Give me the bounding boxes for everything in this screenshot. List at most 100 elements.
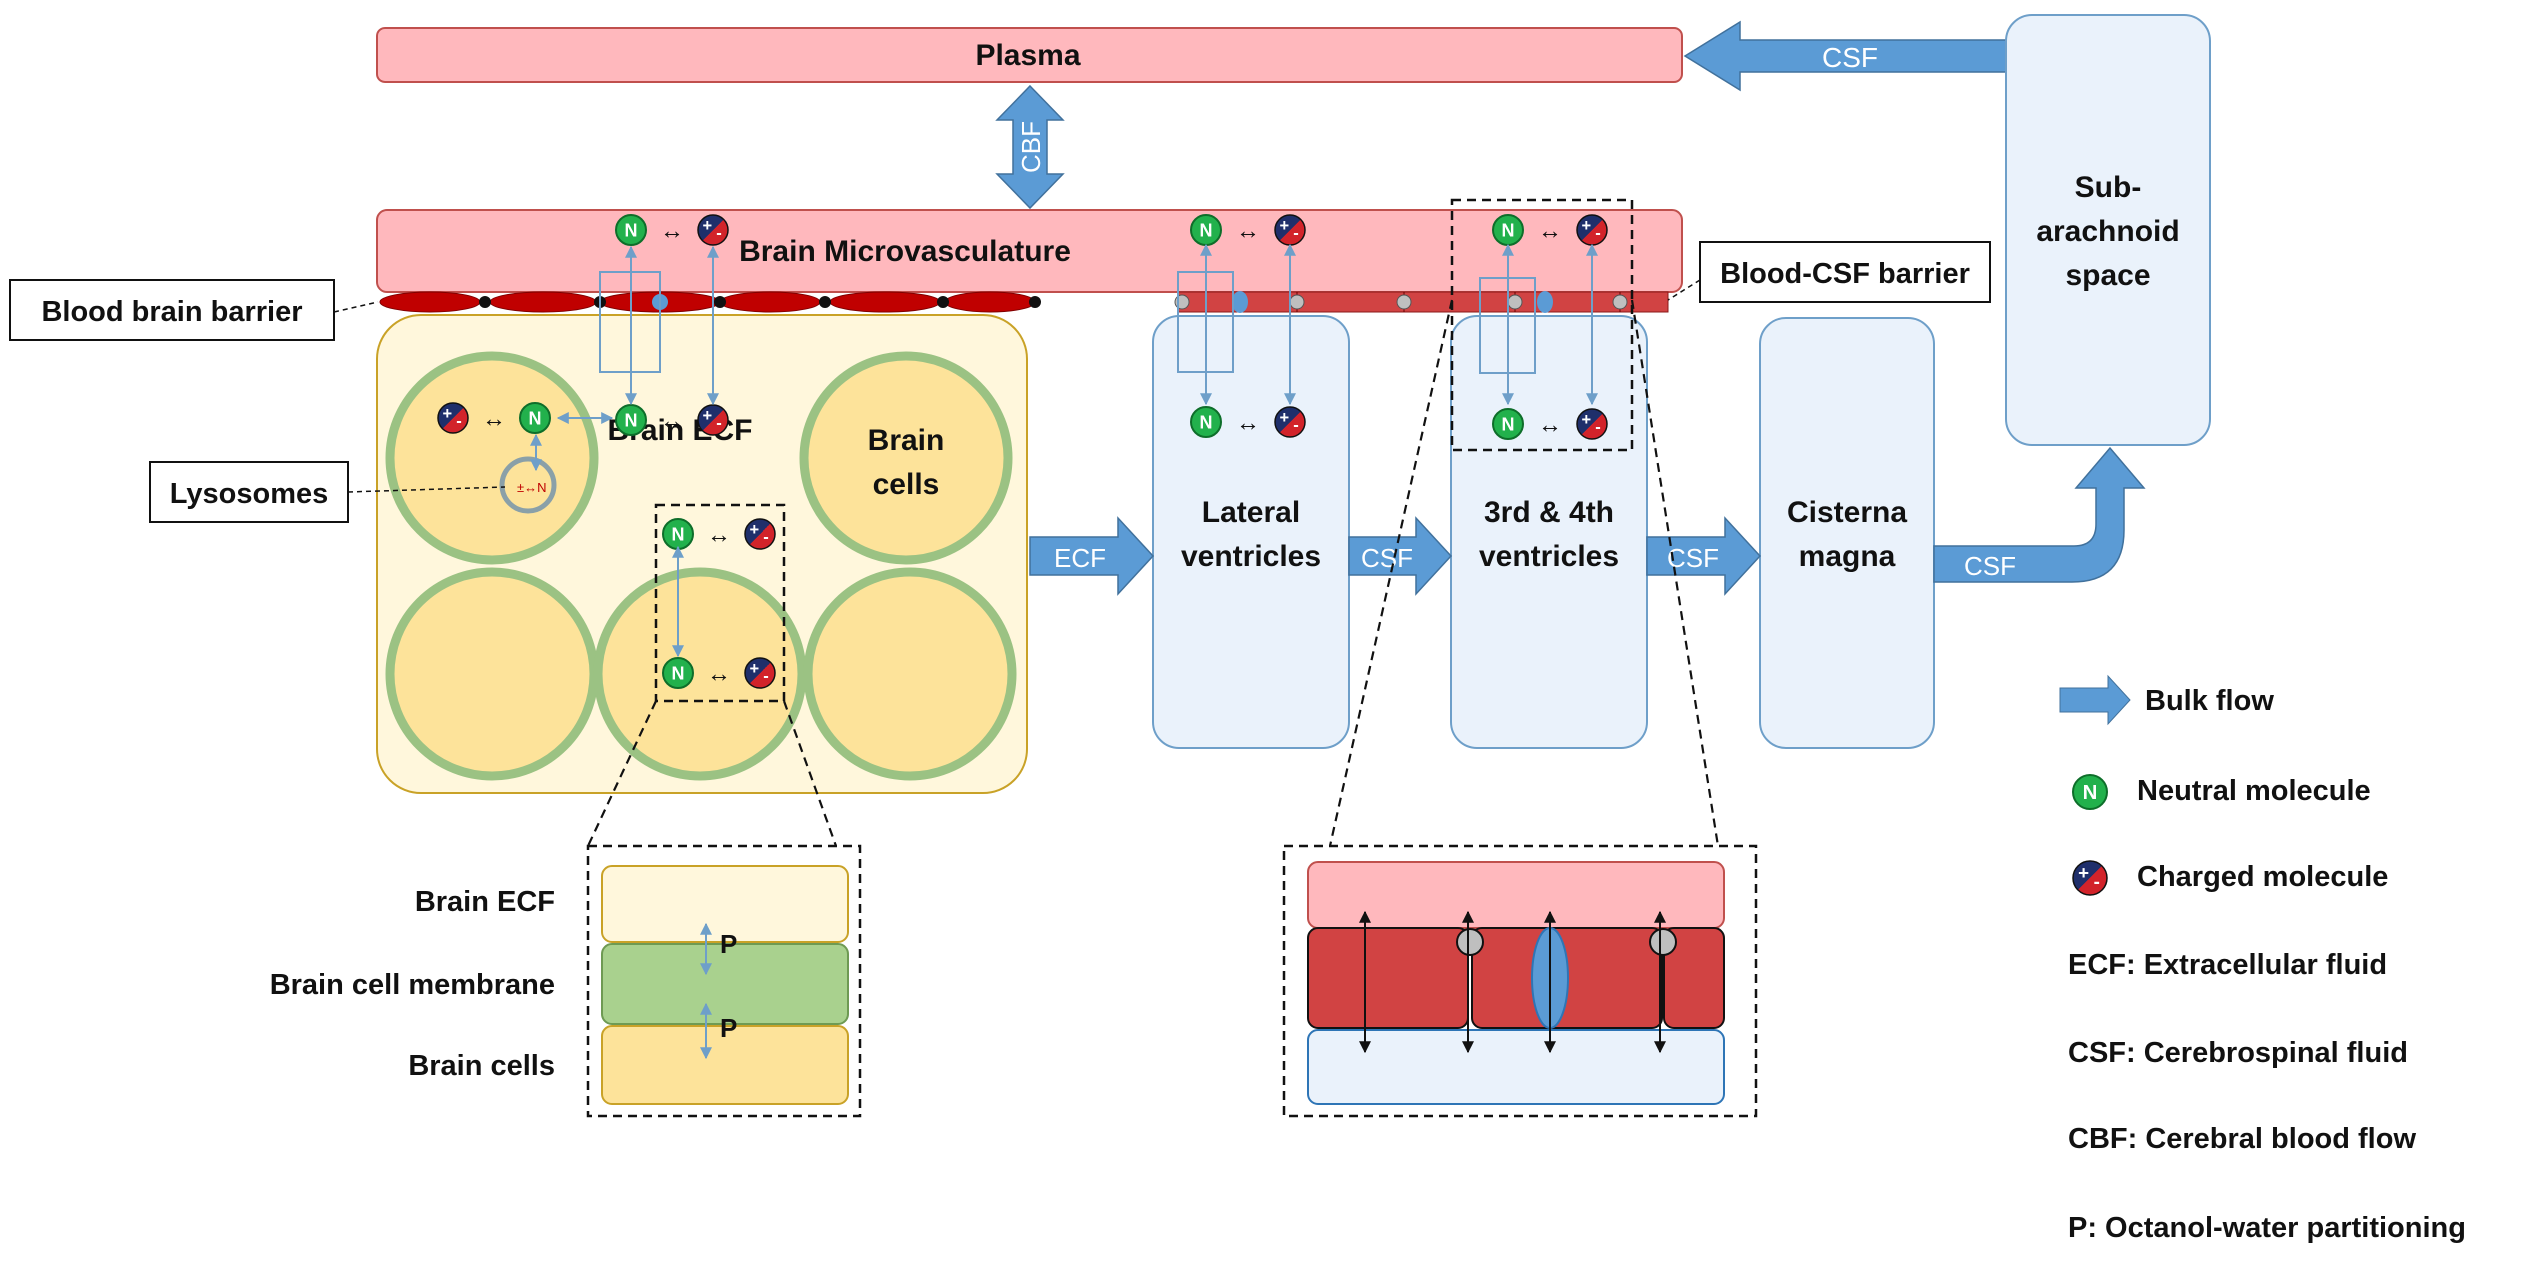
equilibrium-arrow-icon: ↔: [1538, 217, 1562, 244]
subarachnoid-line-2: arachnoid: [2036, 215, 2179, 248]
charged-molecule-icon: +-: [744, 657, 776, 689]
svg-text:-: -: [1595, 224, 1601, 242]
svg-text:+: +: [749, 521, 759, 539]
neutral-molecule-icon: N: [615, 404, 647, 436]
svg-text:+: +: [1279, 409, 1289, 427]
legend-neutral: Neutral molecule N: [2072, 774, 2371, 810]
cisterna-magna-line-2: magna: [1799, 540, 1896, 573]
equilibrium-arrow-icon: ↔: [1538, 411, 1562, 438]
csf-return-arrow: CSF: [1683, 20, 2009, 92]
neutral-molecule-icon: N: [662, 657, 694, 689]
csf-flow-arrow-2: CSF: [1646, 516, 1762, 596]
inset-layer-label: Brain ECF: [415, 886, 555, 918]
svg-text:+: +: [1279, 217, 1289, 235]
third-fourth-ventricles-line-1: 3rd & 4th: [1484, 496, 1614, 529]
subarachnoid-line-1: Sub-: [2075, 171, 2142, 204]
csf-flow-arrow-3: CSF: [1933, 446, 2146, 583]
cisterna-magna-box: Cisterna magna: [1759, 317, 1935, 749]
neutral-molecule-icon: N: [1492, 214, 1524, 246]
svg-text:-: -: [1595, 418, 1601, 436]
neutral-molecule-icon: N: [2072, 774, 2108, 810]
svg-text:+: +: [2078, 862, 2089, 883]
brain-cell: Brain cells: [799, 351, 1013, 565]
charged-molecule-icon: +-: [1576, 408, 1608, 440]
csf-flow-label-3: CSF: [1964, 551, 2016, 581]
svg-text:-: -: [456, 412, 462, 430]
neutral-molecule-icon: N: [1492, 408, 1524, 440]
svg-text:N: N: [1502, 414, 1515, 434]
svg-text:-: -: [763, 528, 769, 546]
brain-cells-line-1: Brain: [868, 424, 945, 457]
brain-cell: [803, 567, 1017, 781]
equilibrium-arrow-icon: ↔: [1236, 409, 1260, 436]
third-fourth-ventricles-line-2: ventricles: [1479, 540, 1619, 573]
svg-text:Charged molecule: Charged molecule: [2137, 861, 2388, 893]
equilibrium-arrow-icon: ↔: [707, 521, 731, 548]
brain-cell: [593, 567, 807, 781]
svg-text:+: +: [1581, 411, 1591, 429]
plasma-box: Plasma: [376, 27, 1683, 83]
svg-text:-: -: [2094, 870, 2100, 891]
cisterna-magna-line-1: Cisterna: [1787, 496, 1907, 529]
charged-molecule-icon: +-: [697, 214, 729, 246]
svg-text:N: N: [1200, 220, 1213, 240]
charged-molecule-icon: +-: [1274, 406, 1306, 438]
bcsf-callout: Blood-CSF barrier: [1667, 241, 1991, 303]
brain-cells-line-2: cells: [873, 468, 940, 501]
transport-connectors: [530, 243, 1598, 658]
svg-text:+: +: [702, 407, 712, 425]
membrane-inset: P P Brain ECF Brain cell membrane Brain …: [270, 844, 862, 1118]
lysosome: ±↔N: [499, 456, 557, 514]
bcsf-inset: [1282, 844, 1758, 1118]
neutral-molecule-icon: N: [1190, 406, 1222, 438]
plasma-label: Plasma: [975, 39, 1080, 72]
svg-text:+: +: [702, 217, 712, 235]
brain-microvasculature-box: Brain Microvasculature: [376, 209, 1683, 293]
zoom-box-cell: [654, 503, 786, 703]
lateral-ventricles-line-2: ventricles: [1181, 540, 1321, 573]
bcsf-epithelium: [1174, 291, 1669, 313]
charged-molecule-icon: +-: [744, 518, 776, 550]
svg-text:Neutral molecule: Neutral molecule: [2137, 775, 2371, 807]
csf-flow-label-1: CSF: [1361, 543, 1413, 573]
svg-text:-: -: [716, 414, 722, 432]
svg-text:+: +: [442, 405, 452, 423]
zoom-box-bcsf: [1450, 198, 1634, 452]
bcsf-label: Blood-CSF barrier: [1720, 258, 1970, 290]
csf-return-label: CSF: [1822, 42, 1878, 73]
brain-cell: [385, 567, 599, 781]
svg-text:+: +: [1581, 217, 1591, 235]
partition-p-2: P: [720, 1013, 737, 1043]
neutral-molecule-icon: N: [615, 214, 647, 246]
svg-text:Bulk flow: Bulk flow: [2145, 685, 2274, 717]
inset-layer-label: Brain cell membrane: [270, 969, 555, 1001]
equilibrium-arrow-icon: ↔: [707, 660, 731, 687]
equilibrium-arrow-icon: ↔: [482, 405, 506, 432]
svg-text:N: N: [625, 220, 638, 240]
cbf-arrow: CBF: [995, 84, 1065, 210]
csf-flow-arrow-1: CSF: [1348, 516, 1453, 596]
svg-text:+: +: [749, 660, 759, 678]
neutral-molecule-icon: N: [662, 518, 694, 550]
equilibrium-arrow-icon: ↔: [660, 217, 684, 244]
svg-text:N: N: [1200, 412, 1213, 432]
svg-text:N: N: [672, 663, 685, 683]
svg-text:N: N: [672, 524, 685, 544]
svg-text:-: -: [763, 667, 769, 685]
cbf-label: CBF: [1016, 121, 1046, 173]
partition-p-1: P: [720, 929, 737, 959]
microvasculature-label: Brain Microvasculature: [739, 235, 1071, 268]
ecf-flow-arrow: ECF: [1029, 516, 1155, 596]
svg-text:-: -: [1293, 416, 1299, 434]
legend-cbf: CBF: Cerebral blood flow: [2068, 1123, 2416, 1155]
ecf-flow-label: ECF: [1054, 543, 1106, 573]
charged-molecule-icon: +-: [437, 402, 469, 434]
svg-text:N: N: [529, 408, 542, 428]
svg-text:-: -: [716, 224, 722, 242]
subarachnoid-space-box: Sub- arachnoid space: [2005, 14, 2211, 446]
lateral-ventricles-line-1: Lateral: [1202, 496, 1300, 529]
lateral-ventricles-box: Lateral ventricles: [1152, 315, 1350, 749]
charged-molecule-icon: +-: [2072, 860, 2108, 896]
legend: Bulk flow Neutral molecule N Charged mol…: [2059, 674, 2466, 1244]
